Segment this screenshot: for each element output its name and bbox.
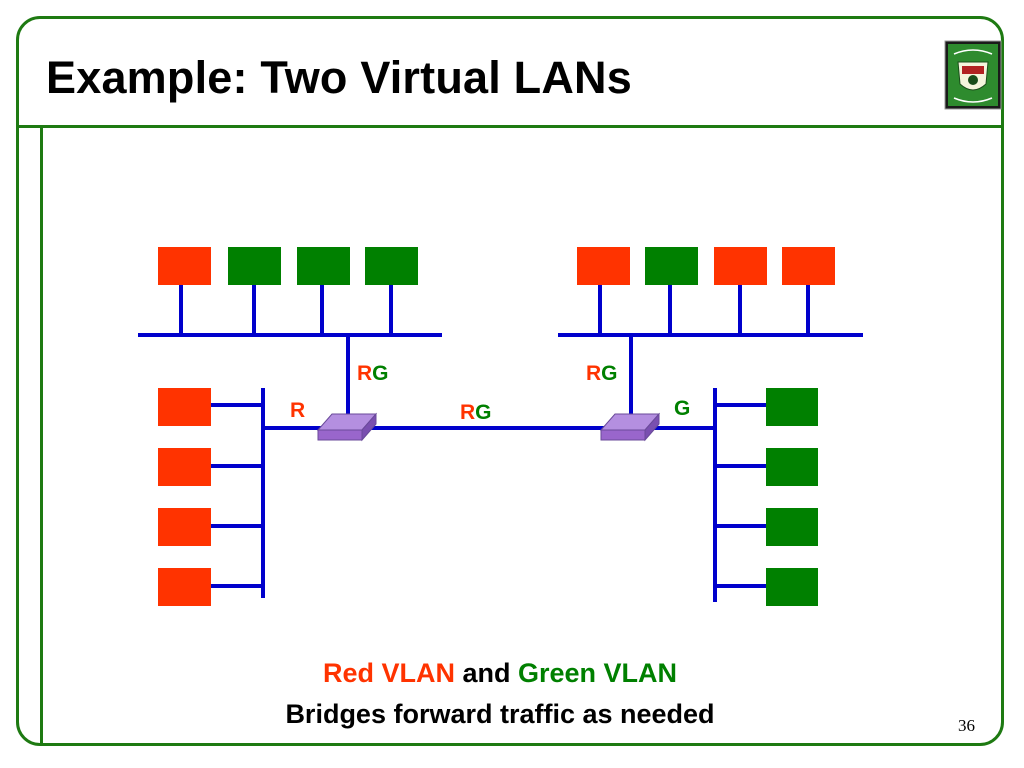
label-top-left-rg: RG xyxy=(357,362,389,385)
slide-title: Example: Two Virtual LANs xyxy=(46,52,632,103)
caption-green-vlan: Green VLAN xyxy=(517,658,678,688)
label-inter-bridge-link: RG xyxy=(460,401,492,424)
station-red xyxy=(158,568,211,606)
station-green xyxy=(297,247,350,285)
slide-frame xyxy=(16,16,1004,746)
station-green xyxy=(645,247,698,285)
caption-and: and xyxy=(454,658,518,688)
station-red xyxy=(158,388,211,426)
station-red xyxy=(158,448,211,486)
page-number: 36 xyxy=(958,716,975,735)
caption-red-vlan: Red VLAN xyxy=(322,658,455,688)
right-lan xyxy=(713,388,818,606)
station-green xyxy=(365,247,418,285)
bridge-right xyxy=(599,412,661,442)
left-divider xyxy=(40,126,43,746)
title-divider xyxy=(18,125,1004,128)
left-lan xyxy=(158,388,265,606)
label-right-bridge-port: G xyxy=(674,397,690,420)
label-top-right-rg: RG xyxy=(586,362,618,385)
station-red xyxy=(158,508,211,546)
station-green xyxy=(766,568,818,606)
label-left-bridge-port: R xyxy=(290,399,305,422)
station-green xyxy=(766,508,818,546)
top-right-lan xyxy=(558,247,863,337)
station-green xyxy=(228,247,281,285)
station-green xyxy=(766,448,818,486)
station-green xyxy=(766,388,818,426)
university-logo xyxy=(944,40,1002,110)
station-red xyxy=(158,247,211,285)
bridge-left xyxy=(316,412,378,442)
station-red xyxy=(577,247,630,285)
station-red xyxy=(782,247,835,285)
top-left-lan xyxy=(138,247,442,337)
caption-line-2: Bridges forward traffic as needed xyxy=(285,699,715,729)
caption-line-1: Red VLAN and Green VLAN xyxy=(0,658,1000,689)
station-red xyxy=(714,247,767,285)
